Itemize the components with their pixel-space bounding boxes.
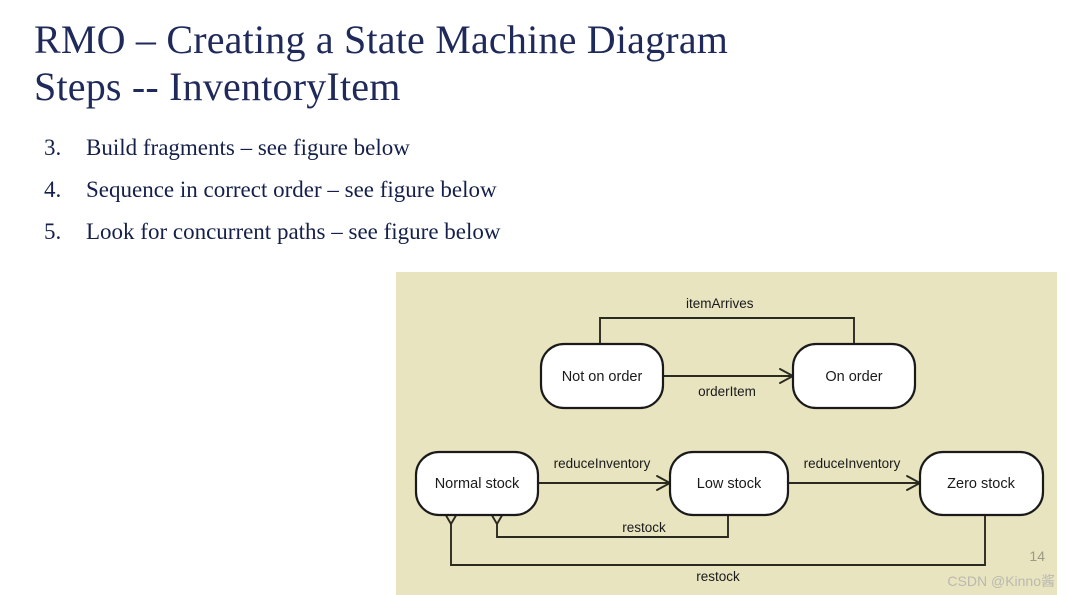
transition-reduce-inventory-1-label: reduceInventory [554, 456, 651, 471]
state-not-on-order-label: Not on order [562, 369, 643, 385]
state-machine-diagram: itemArrives orderItem reduceInventory re… [414, 296, 1045, 584]
transition-restock-1-label: restock [622, 520, 666, 535]
list-item: 4. Sequence in correct order – see figur… [34, 177, 734, 219]
transition-reduce-inventory-2: reduceInventory [788, 456, 923, 491]
state-machine-diagram-panel: itemArrives orderItem reduceInventory re… [396, 272, 1057, 595]
list-item-text: Build fragments – see figure below [86, 135, 410, 160]
steps-list: 3. Build fragments – see figure below 4.… [34, 135, 734, 261]
transition-restock-2-line [450, 515, 986, 566]
state-low-stock-label: Low stock [697, 476, 762, 492]
list-item: 5. Look for concurrent paths – see figur… [34, 219, 734, 261]
state-normal-stock[interactable]: Normal stock [414, 450, 540, 517]
list-item-number: 4. [44, 177, 62, 202]
state-on-order-label: On order [825, 369, 882, 385]
page-title-line-1: RMO – Creating a State Machine Diagram [34, 17, 729, 62]
page-title: RMO – Creating a State Machine Diagram S… [34, 16, 1014, 110]
state-normal-stock-label: Normal stock [435, 476, 520, 492]
page-title-line-2: Steps -- InventoryItem [34, 64, 401, 110]
list-item-text: Look for concurrent paths – see figure b… [86, 219, 501, 244]
state-not-on-order[interactable]: Not on order [539, 342, 665, 410]
transition-reduce-inventory-2-label: reduceInventory [804, 456, 901, 471]
state-low-stock-box[interactable] [668, 450, 790, 517]
watermark: CSDN @Kinno酱 [947, 573, 1055, 589]
transition-restock-2: restock [443, 511, 986, 584]
transition-item-arrives-label: itemArrives [686, 296, 754, 311]
transition-restock-1: restock [489, 511, 729, 538]
state-normal-stock-box[interactable] [414, 450, 540, 517]
list-item-number: 3. [44, 135, 62, 160]
transition-order-item-label: orderItem [698, 384, 756, 399]
state-not-on-order-box[interactable] [539, 342, 665, 410]
state-low-stock[interactable]: Low stock [668, 450, 790, 517]
list-item-text: Sequence in correct order – see figure b… [86, 177, 497, 202]
transition-order-item: orderItem [663, 368, 796, 399]
state-zero-stock-label: Zero stock [947, 476, 1015, 492]
slide-number: 14 [1029, 548, 1045, 564]
state-zero-stock-box[interactable] [918, 450, 1045, 517]
transition-reduce-inventory-1: reduceInventory [538, 456, 673, 491]
transition-restock-1-line [496, 515, 729, 538]
list-item-number: 5. [44, 219, 62, 244]
transition-restock-2-label: restock [696, 569, 740, 584]
state-on-order-box[interactable] [791, 342, 917, 410]
list-item: 3. Build fragments – see figure below [34, 135, 734, 177]
state-zero-stock[interactable]: Zero stock [918, 450, 1045, 517]
state-on-order[interactable]: On order [791, 342, 917, 410]
